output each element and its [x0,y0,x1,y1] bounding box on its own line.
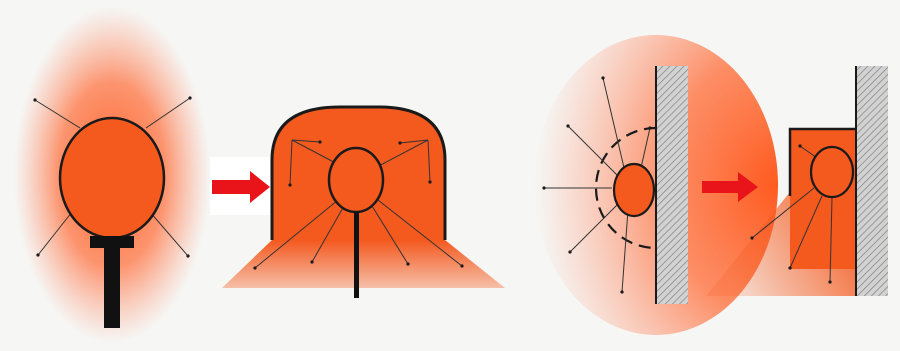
lamp-globe [614,164,654,216]
lamp-base [90,236,134,248]
wall [856,66,888,296]
lamp-globe [811,147,853,197]
lamp-post [354,212,359,298]
wall [656,66,688,304]
free-standing-lamp [14,7,210,343]
lamp-post [104,248,120,328]
lamp-globe [60,118,164,238]
lamp-globe [329,148,383,212]
light-cone [222,240,505,288]
transition-arrow-1 [210,157,270,215]
